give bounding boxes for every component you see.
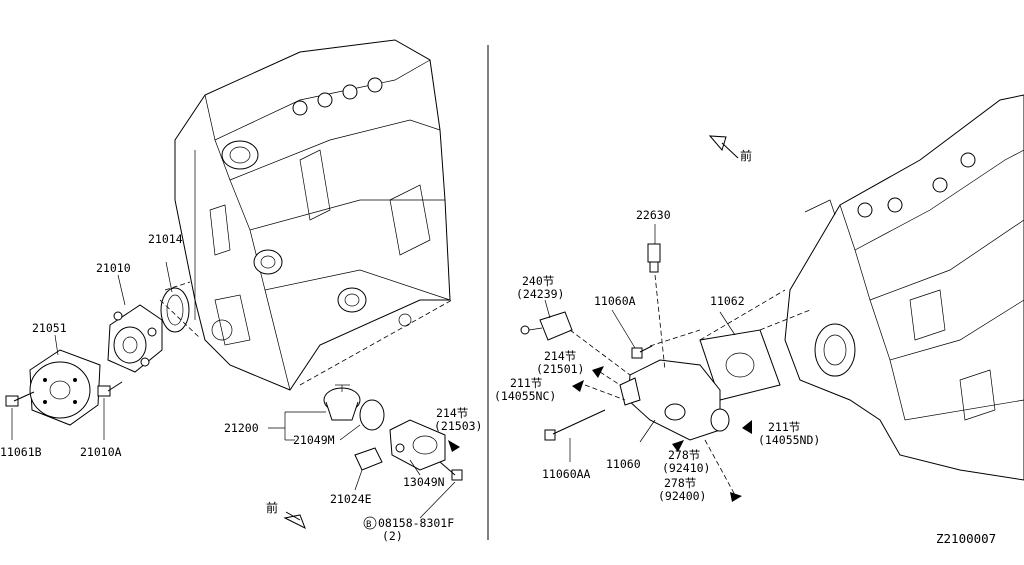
arrow-92400 xyxy=(730,492,742,502)
label-92410: (92410) xyxy=(662,461,710,475)
bolt-11060A xyxy=(611,309,701,359)
label-front-left: 前 xyxy=(266,500,278,515)
arrow-14055NC xyxy=(572,380,584,392)
arrow-21503 xyxy=(448,440,460,452)
front-arrow-right xyxy=(708,135,739,159)
leader-dash xyxy=(299,299,453,386)
water-outlet-11060 xyxy=(619,359,730,443)
label-11060A: 11060A xyxy=(594,294,636,308)
sensor-22630 xyxy=(647,224,666,371)
label-11060AA: 11060AA xyxy=(542,467,591,481)
front-arrow-left xyxy=(283,511,306,530)
label-11062: 11062 xyxy=(710,294,745,308)
diagram-code: Z2100007 xyxy=(936,531,996,546)
label-278-section-b: 278节 xyxy=(664,476,696,490)
bolt-mark-circle xyxy=(363,516,377,530)
gasket-21014 xyxy=(159,261,201,339)
label-14055ND: (14055ND) xyxy=(758,433,820,447)
pulley-21051 xyxy=(29,334,101,426)
label-211-section-b: 211节 xyxy=(768,420,800,434)
label-bolt-qty: (2) xyxy=(382,529,403,543)
label-21010: 21010 xyxy=(96,261,131,275)
arrow-21501 xyxy=(592,366,604,378)
label-21010A: 21010A xyxy=(80,445,122,459)
label-92400: (92400) xyxy=(658,489,706,503)
harness-bracket-24239 xyxy=(520,299,631,376)
arrow-14055ND xyxy=(742,420,752,434)
label-14055NC: (14055NC) xyxy=(494,389,556,403)
gasket-21049M xyxy=(359,399,385,431)
bolt-11061B xyxy=(5,391,35,440)
bolt-21010A xyxy=(97,381,123,440)
label-21503: (21503) xyxy=(434,419,482,433)
label-214-section: 214节 xyxy=(436,406,468,420)
label-13049N: 13049N xyxy=(403,475,445,489)
label-bolt-mark: B xyxy=(366,520,371,530)
label-211-section-a: 211节 xyxy=(510,376,542,390)
label-24239: (24239) xyxy=(516,287,564,301)
label-21051: 21051 xyxy=(32,321,67,335)
water-inlet-13049N xyxy=(389,419,446,471)
label-front-right: 前 xyxy=(740,148,752,163)
clip-21024E xyxy=(354,447,383,471)
label-22630: 22630 xyxy=(636,208,671,222)
label-21014: 21014 xyxy=(148,232,183,246)
label-08158-8301F: 08158-8301F xyxy=(378,516,454,530)
label-21049M: 21049M xyxy=(293,433,335,447)
label-214-section-right: 214节 xyxy=(544,349,576,363)
label-11061B: 11061B xyxy=(0,445,42,459)
water-pump-21010 xyxy=(107,274,163,373)
bolt-11060AA xyxy=(544,409,606,462)
label-21501: (21501) xyxy=(536,362,584,376)
gasket-11062 xyxy=(699,289,811,401)
label-11060: 11060 xyxy=(606,457,641,471)
label-240-section: 240节 xyxy=(522,274,554,288)
label-21200: 21200 xyxy=(224,421,259,435)
bolt-08158-8301F xyxy=(419,461,463,519)
label-278-section-a: 278节 xyxy=(668,448,700,462)
arrow-92410 xyxy=(672,440,684,452)
engine-block-left xyxy=(174,39,451,391)
thermostat-21200 xyxy=(323,384,361,421)
label-21024E: 21024E xyxy=(330,492,372,506)
engine-block-right xyxy=(784,94,1024,481)
